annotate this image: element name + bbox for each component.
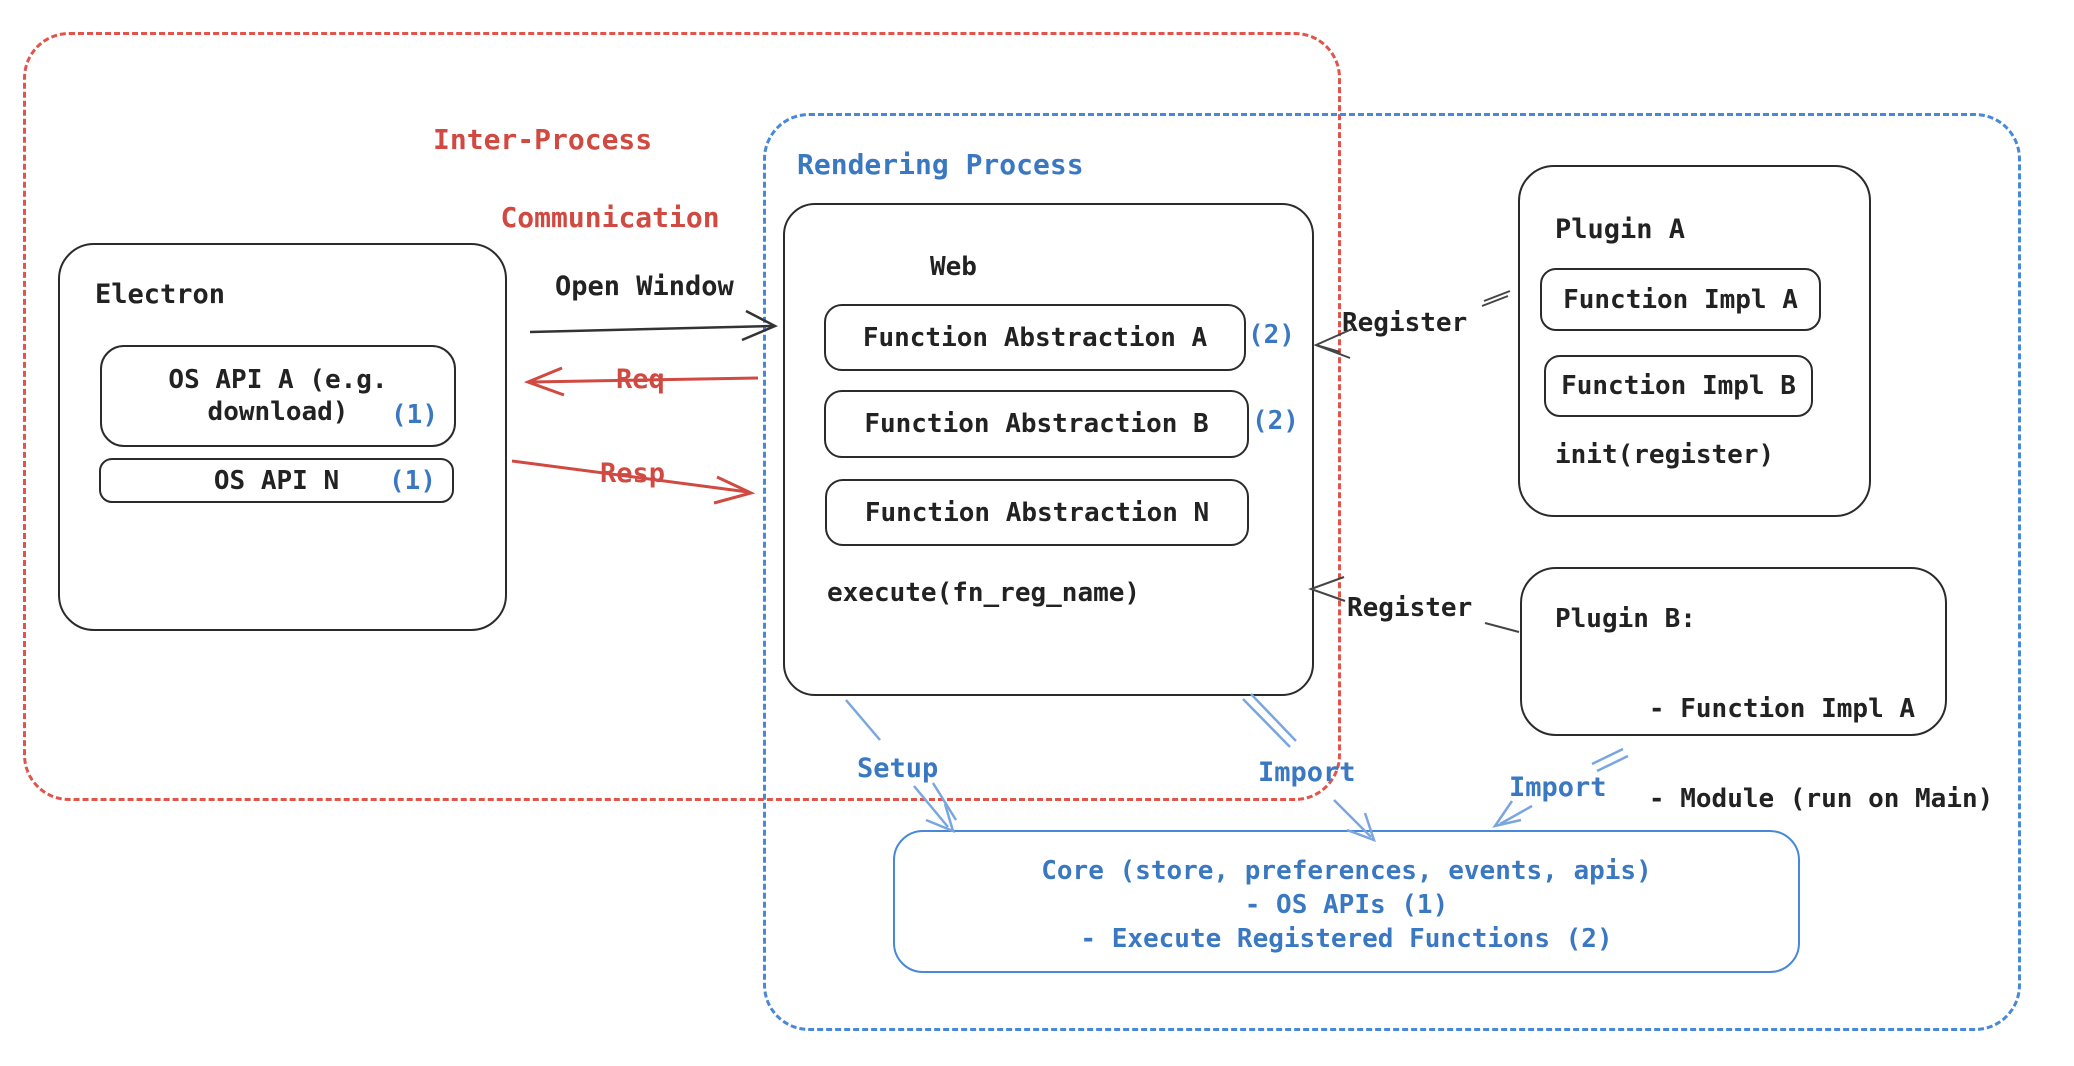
ipc-region-outline — [23, 32, 1341, 801]
open-window-label: Open Window — [555, 271, 734, 302]
os-api-n-label: OS API N — [213, 465, 340, 496]
plugin-b-title: Plugin B: — [1555, 604, 1696, 634]
register-plugin-a-label: Register — [1342, 308, 1468, 338]
init-register-label: init(register) — [1555, 440, 1775, 470]
plugin-b-item-1: - Function Impl A — [1648, 694, 1916, 724]
plugin-b-content: Plugin B: - Function Impl A - Module (ru… — [1555, 597, 1993, 822]
electron-title: Electron — [95, 279, 226, 310]
os-api-a-line2: download) — [207, 397, 349, 427]
function-impl-b-chip: Function Impl B — [1544, 355, 1813, 417]
function-abstraction-a-badge: (2) — [1248, 320, 1295, 350]
core-box: Core (store, preferences, events, apis) … — [893, 830, 1800, 973]
resp-label: Resp — [600, 458, 666, 489]
ipc-title-line2: Communication — [500, 201, 720, 234]
function-abstraction-b-chip: Function Abstraction B — [824, 390, 1249, 458]
rendering-process-region-outline — [763, 113, 2021, 1031]
plugin-a-box: Plugin A Function Impl A Function Impl B… — [1518, 165, 1871, 517]
register-plugin-b-label: Register — [1347, 593, 1473, 623]
import-core-label: Import — [1258, 757, 1356, 788]
function-abstraction-b-badge: (2) — [1252, 406, 1299, 436]
os-api-n-chip: OS API N (1) — [99, 458, 454, 503]
function-impl-a-chip: Function Impl A — [1540, 268, 1821, 331]
os-api-a-chip: OS API A (e.g. download) (1) — [100, 345, 456, 447]
os-api-n-badge: (1) — [389, 466, 436, 496]
plugin-b-item-2: - Module (run on Main) — [1648, 784, 1994, 814]
web-box: Web Function Abstraction A (2) Function … — [783, 203, 1314, 696]
rendering-process-title: Rendering Process — [797, 148, 1084, 181]
function-abstraction-a-chip: Function Abstraction A — [824, 304, 1246, 371]
web-title: Web — [930, 252, 977, 282]
core-line3: - Execute Registered Functions (2) — [1080, 924, 1613, 954]
electron-box: Electron OS API A (e.g. download) (1) OS… — [58, 243, 507, 631]
execute-label: execute(fn_reg_name) — [827, 578, 1141, 608]
core-line2: - OS APIs (1) — [1244, 890, 1449, 920]
plugin-b-box: Plugin B: - Function Impl A - Module (ru… — [1520, 567, 1993, 814]
plugin-a-title: Plugin A — [1555, 214, 1686, 245]
function-abstraction-n-chip: Function Abstraction N — [825, 479, 1249, 546]
core-line1: Core (store, preferences, events, apis) — [1041, 856, 1652, 886]
req-label: Req — [616, 364, 665, 395]
setup-label: Setup — [857, 753, 939, 784]
ipc-title-line1: Inter-Process — [433, 123, 653, 156]
os-api-a-badge: (1) — [391, 400, 438, 430]
ipc-region-title: Inter-Process Communication — [433, 120, 720, 237]
import-plugin-b-label: Import — [1509, 772, 1607, 803]
os-api-a-line1: OS API A (e.g. — [168, 365, 388, 395]
